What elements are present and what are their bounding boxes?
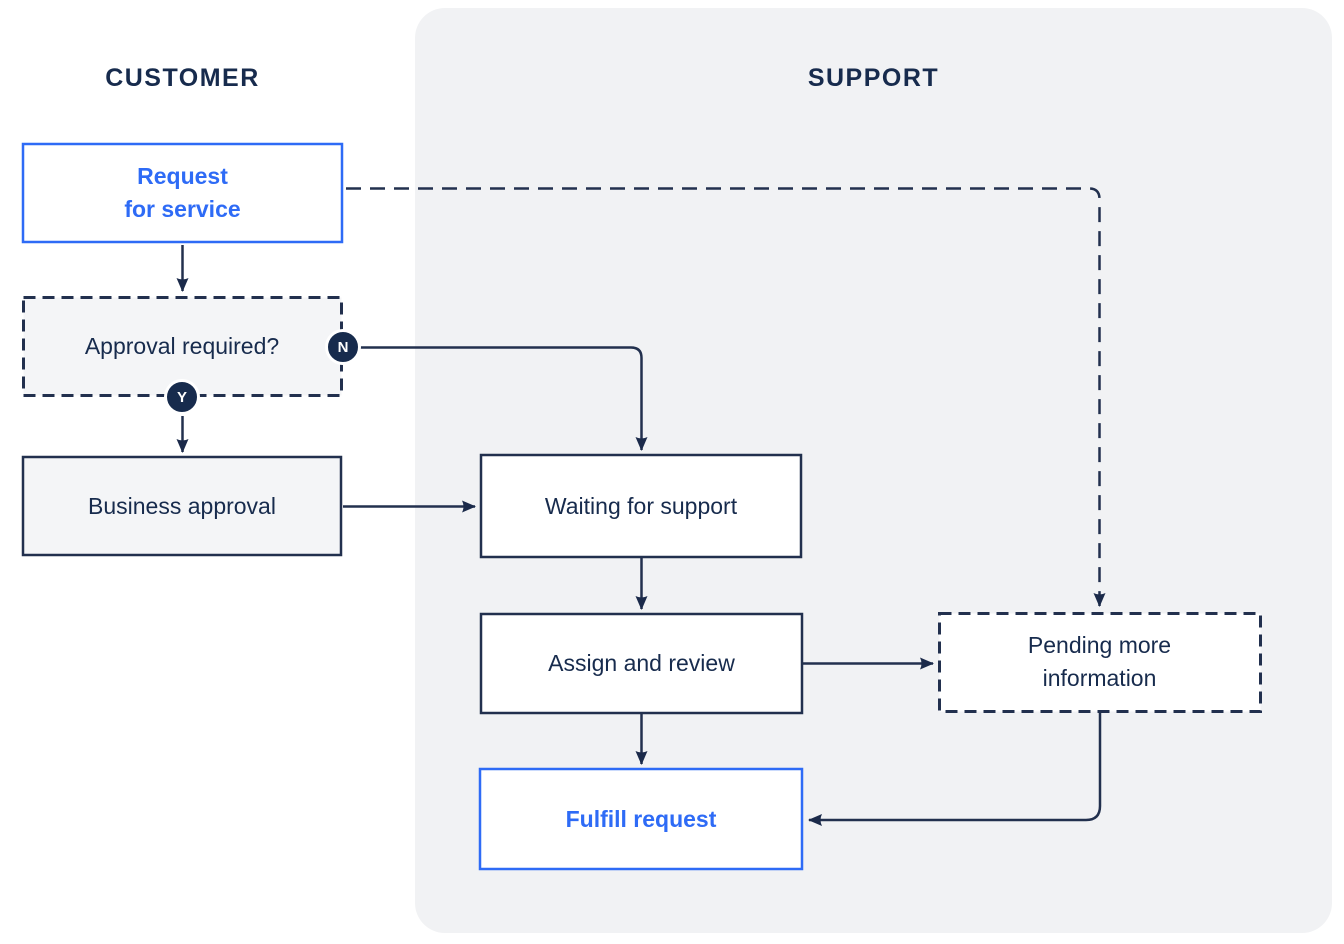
edge-approval-no-to-waiting [359, 346, 648, 451]
badge-no: N [325, 329, 361, 365]
edge-request-to-pending-dashed [346, 187, 1106, 607]
node-approval-label: Approval required? [84, 332, 280, 359]
node-request-line2: for service [124, 196, 241, 222]
node-waiting-for-support: Waiting for support [481, 455, 801, 557]
node-request-line1: Request [137, 163, 228, 189]
node-fulfill-box [478, 767, 804, 871]
node-pending-line2: information [1042, 665, 1157, 691]
node-pending-more-information: Pending more information [939, 613, 1260, 711]
node-waiting-box [479, 453, 803, 559]
node-business-approval: Business approval [23, 457, 341, 555]
node-assign-label: Assign and review [548, 650, 735, 676]
node-business-box [21, 455, 343, 557]
edge-pending-to-fulfill [808, 713, 1102, 826]
node-assign-and-review: Assign and review [481, 614, 802, 713]
lane-header-customer: CUSTOMER [105, 63, 260, 92]
node-request-box [21, 142, 344, 244]
badge-yes: Y [164, 379, 200, 415]
node-request-for-service: Request for service [23, 144, 342, 242]
node-assign-box [479, 612, 804, 715]
node-approval-required: Approval required? [23, 297, 341, 395]
lane-header-support: SUPPORT [807, 63, 940, 92]
node-fulfill-request: Fulfill request [480, 769, 802, 869]
node-pending-box [938, 612, 1262, 713]
node-business-label: Business approval [88, 492, 276, 519]
node-pending-line1: Pending more [1027, 632, 1172, 658]
node-fulfill-label: Fulfill request [565, 805, 717, 832]
node-waiting-label: Waiting for support [544, 492, 738, 519]
